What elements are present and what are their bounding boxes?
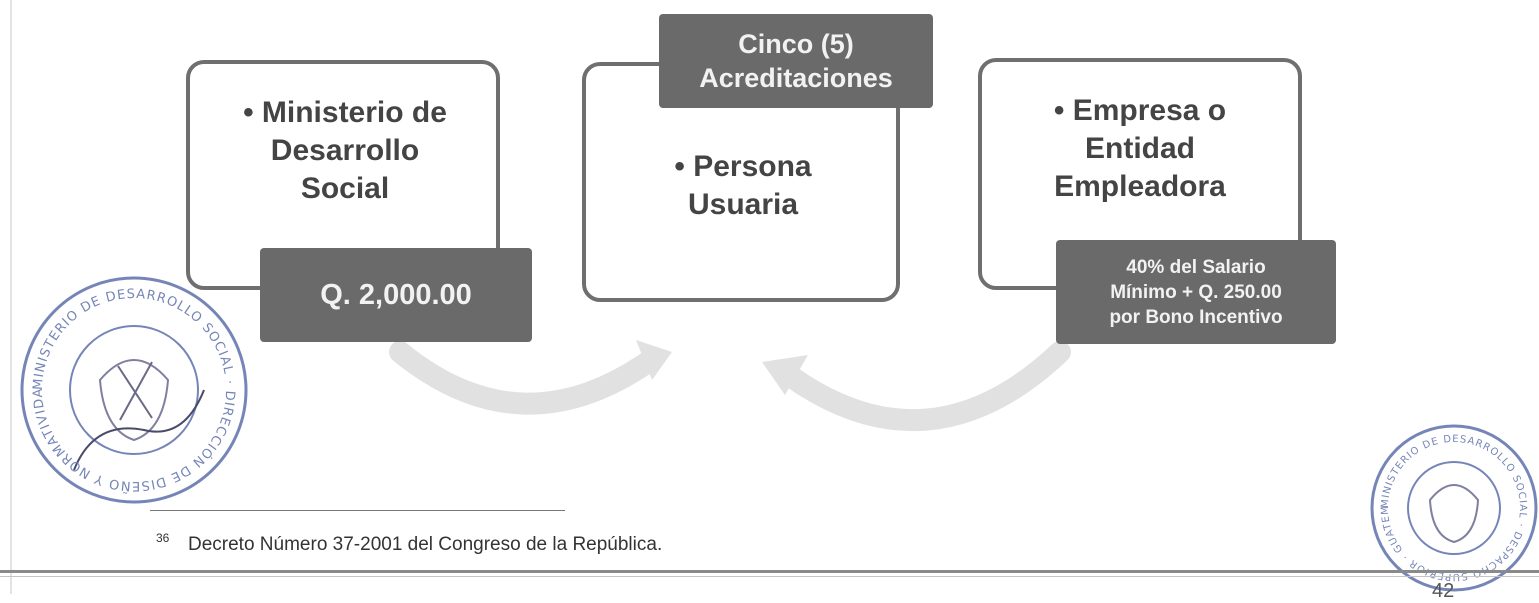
employer-box-label: • Empresa o Entidad Empleadora — [1053, 94, 1227, 203]
accreditations-label: Cinco (5) Acreditaciones — [659, 14, 933, 108]
employer-amount-label: 40% del Salario Mínimo + Q. 250.00 por B… — [1056, 240, 1336, 344]
footnote-separator — [150, 510, 565, 511]
ministry-amount-label: Q. 2,000.00 — [260, 248, 532, 342]
arrow-left-to-center — [389, 341, 659, 415]
user-box-label: • Persona Usuaria — [674, 150, 812, 221]
arrow-right-to-center-head — [762, 355, 808, 395]
page-footer-rule — [0, 570, 1539, 573]
page-number: 42 — [1432, 580, 1455, 602]
footnote-mark: 36 — [156, 531, 170, 545]
page-margin-rule — [10, 0, 12, 594]
arrow-right-to-center — [779, 341, 1071, 432]
page-footer-rule-secondary — [0, 576, 1539, 577]
arrow-left-to-center-head — [636, 340, 672, 380]
left-official-seal: MINISTERIO DE DESARROLLO SOCIAL · DIRECC… — [14, 270, 248, 504]
ministry-box-label: • Ministerio de Desarrollo Social — [243, 96, 447, 205]
footnote-text: Decreto Número 37-2001 del Congreso de l… — [188, 534, 663, 555]
right-official-seal: MINISTERIO DE DESARROLLO SOCIAL · DESPAC… — [1366, 420, 1538, 592]
